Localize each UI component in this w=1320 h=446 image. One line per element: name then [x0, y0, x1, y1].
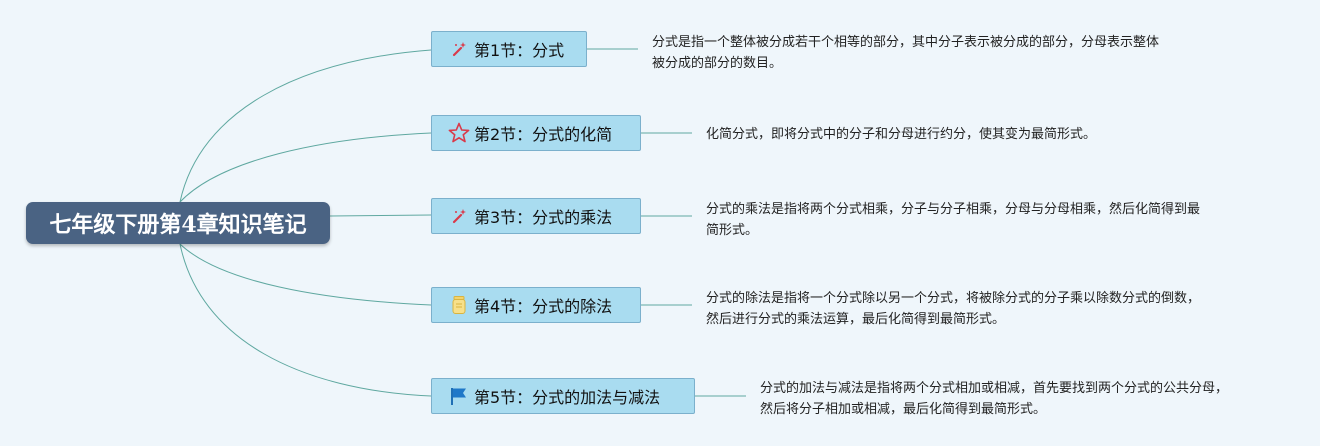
magic-wand-icon	[448, 38, 470, 60]
root-topic-label: 七年级下册第4章知识笔记	[49, 212, 307, 238]
branch-topic-4[interactable]: 第4节：分式的除法	[431, 287, 641, 323]
connector-root-branch-5	[179, 243, 432, 397]
connector-root-branch-4	[179, 243, 432, 306]
note-1: 分式是指一个整体被分成若干个相等的部分，其中分子表示被分成的部分，分母表示整体被…	[652, 32, 1162, 74]
root-topic[interactable]: 七年级下册第4章知识笔记	[26, 202, 330, 244]
branch-topic-3[interactable]: 第3节：分式的乘法	[431, 198, 641, 234]
branch-topic-5-label: 第5节：分式的加法与减法	[474, 388, 661, 407]
note-4: 分式的除法是指将一个分式除以另一个分式，将被除分式的分子乘以除数分式的倒数，然后…	[706, 288, 1206, 330]
star-icon	[448, 122, 470, 144]
branch-topic-4-label: 第4节：分式的除法	[474, 297, 613, 316]
note-2-text: 化简分式，即将分式中的分子和分母进行约分，使其变为最简形式。	[706, 127, 1097, 142]
note-5: 分式的加法与减法是指将两个分式相加或相减，首先要找到两个分式的公共分母，然后将分…	[760, 378, 1240, 420]
branch-topic-2[interactable]: 第2节：分式的化简	[431, 115, 641, 151]
branch-topic-1[interactable]: 第1节：分式	[431, 31, 587, 67]
flag-icon	[448, 385, 470, 407]
magic-wand-icon	[448, 205, 470, 227]
note-3-text: 分式的乘法是指将两个分式相乘，分子与分子相乘，分母与分母相乘，然后化简得到最简形…	[706, 202, 1201, 238]
note-1-text: 分式是指一个整体被分成若干个相等的部分，其中分子表示被分成的部分，分母表示整体被…	[652, 35, 1160, 71]
branch-topic-1-label: 第1节：分式	[474, 41, 565, 60]
branch-topic-2-label: 第2节：分式的化简	[474, 125, 613, 144]
note-3: 分式的乘法是指将两个分式相乘，分子与分子相乘，分母与分母相乘，然后化简得到最简形…	[706, 199, 1206, 241]
note-4-text: 分式的除法是指将一个分式除以另一个分式，将被除分式的分子乘以除数分式的倒数，然后…	[706, 291, 1201, 327]
branch-topic-5[interactable]: 第5节：分式的加法与减法	[431, 378, 695, 414]
jar-icon	[448, 294, 470, 316]
connector-root-branch-1	[179, 49, 432, 203]
connector-root-branch-3	[329, 214, 432, 217]
note-5-text: 分式的加法与减法是指将两个分式相加或相减，首先要找到两个分式的公共分母，然后将分…	[760, 381, 1229, 417]
connector-root-branch-2	[179, 132, 432, 203]
note-2: 化简分式，即将分式中的分子和分母进行约分，使其变为最简形式。	[706, 124, 1226, 145]
branch-topic-3-label: 第3节：分式的乘法	[474, 208, 613, 227]
